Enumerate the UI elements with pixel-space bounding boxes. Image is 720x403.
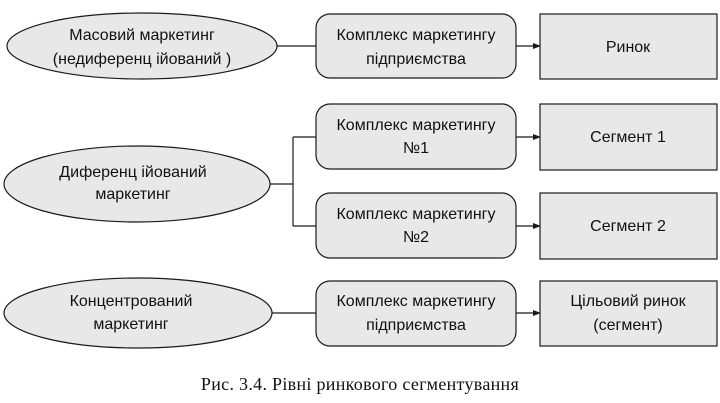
strategy-ellipse: [3, 145, 271, 223]
complex-label-line1: Комплекс маркетингу: [336, 293, 495, 310]
complex-diff-1: Комплекс маркетингу №1: [315, 103, 517, 170]
complex-label-line1: Комплекс маркетингу: [336, 117, 495, 134]
complex-box: [315, 103, 517, 170]
complex-label-line2: №1: [403, 140, 429, 157]
complex-diff-2: Комплекс маркетингу №2: [315, 192, 517, 259]
complex-box: [315, 13, 517, 79]
strategy-label-line2: маркетинг: [95, 186, 170, 203]
complex-label-line2: підприємства: [366, 317, 466, 334]
market-box: [539, 192, 718, 260]
market-segment-1: Сегмент 1: [539, 103, 718, 171]
strategy-label-line2: (недиференц ійований ): [53, 51, 231, 68]
strategy-label-line1: Диференц ійований: [59, 164, 206, 181]
complex-label-line1: Комплекс маркетингу: [336, 27, 495, 44]
complex-label-line1: Комплекс маркетингу: [336, 206, 495, 223]
complex-box: [315, 192, 517, 259]
connectors: [270, 43, 541, 316]
market-box: [539, 280, 718, 347]
strategy-label-line1: Масовий маркетинг: [69, 27, 215, 44]
strategy-label-line2: маркетинг: [93, 316, 168, 333]
complex-box: [315, 280, 517, 347]
complex-concentrated: Комплекс маркетингу підприємства: [315, 280, 517, 347]
market-segment-2: Сегмент 2: [539, 192, 718, 260]
complex-label-line2: підприємства: [366, 51, 466, 68]
market-label-line1: Цільовий ринок: [570, 293, 686, 310]
strategy-concentrated-marketing: Концентрований маркетинг: [3, 277, 273, 349]
strategy-differentiated-marketing: Диференц ійований маркетинг: [3, 145, 271, 223]
strategy-label-line1: Концентрований: [70, 293, 193, 310]
market-label-line2: (сегмент): [593, 317, 662, 334]
market-box: [539, 103, 718, 171]
complex-label-line2: №2: [403, 229, 429, 246]
strategy-ellipse: [6, 12, 278, 80]
complex-mass: Комплекс маркетингу підприємства: [315, 13, 517, 79]
market-mass: Ринок: [539, 13, 718, 80]
market-target: Цільовий ринок (сегмент): [539, 280, 718, 347]
market-label: Сегмент 1: [590, 129, 666, 146]
market-box: [539, 13, 718, 80]
strategy-mass-marketing: Масовий маркетинг (недиференц ійований ): [6, 12, 278, 80]
strategy-ellipse: [3, 277, 273, 349]
market-label: Сегмент 2: [590, 218, 666, 235]
figure-caption: Рис. 3.4. Рівні ринкового сегментування: [201, 374, 519, 394]
market-label: Ринок: [606, 39, 651, 56]
